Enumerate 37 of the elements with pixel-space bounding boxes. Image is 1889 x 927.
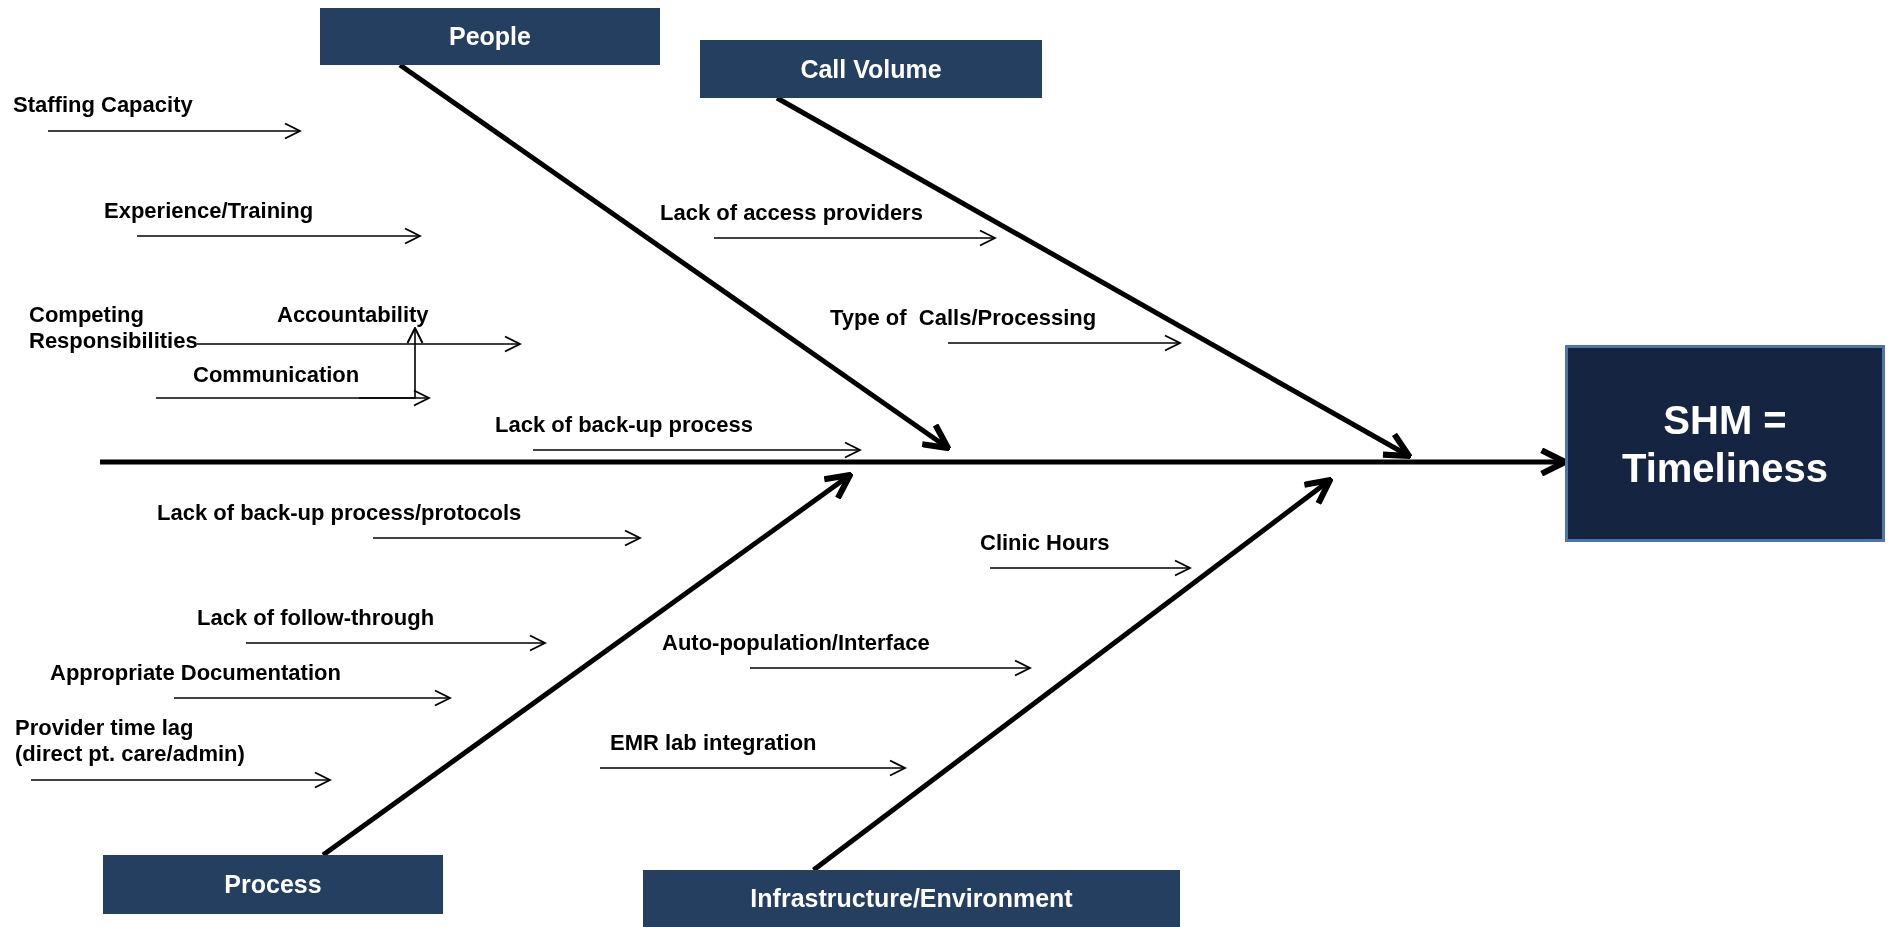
- arrow: [173, 689, 451, 707]
- arrow: [599, 759, 906, 777]
- category-box: Infrastructure/Environment: [643, 870, 1180, 927]
- arrow: [989, 559, 1191, 577]
- arrow: [749, 659, 1031, 677]
- arrow: [532, 441, 861, 459]
- cause-text: EMR lab integration: [600, 730, 817, 768]
- cause-text: Provider time lag (direct pt. care/admin): [15, 715, 255, 780]
- cause-text: Appropriate Documentation: [50, 660, 341, 698]
- arrow: [947, 334, 1181, 352]
- arrow: [47, 122, 301, 140]
- cause-text: Lack of back-up process: [495, 412, 753, 450]
- cause-text: Competing Responsibilities: [29, 302, 204, 354]
- cause-text: Clinic Hours: [980, 530, 1110, 568]
- arrow: [30, 771, 331, 789]
- arrow: [812, 476, 1334, 872]
- cause-text: Staffing Capacity: [13, 92, 193, 131]
- cause-text: Accountability: [277, 302, 429, 328]
- cause-text: Type of Calls/Processing: [830, 305, 1097, 343]
- arrow: [196, 335, 521, 353]
- cause-text: Communication: [156, 362, 360, 398]
- category-box: Process: [103, 855, 443, 914]
- cause-text: Experience/Training: [104, 198, 314, 236]
- category-box: Call Volume: [700, 40, 1042, 98]
- cause-text: Lack of back-up process/protocols: [157, 500, 522, 538]
- arrow: [136, 227, 421, 245]
- category-box: People: [320, 8, 660, 65]
- arrow: [245, 634, 546, 652]
- arrow: [155, 389, 430, 407]
- effect-box: SHM = Timeliness: [1565, 345, 1885, 542]
- cause-text: Lack of access providers: [660, 200, 923, 238]
- arrow: [358, 327, 424, 399]
- arrow: [372, 529, 641, 547]
- cause-text: Lack of follow-through: [197, 605, 435, 643]
- arrow: [321, 471, 854, 858]
- arrow: [713, 229, 996, 247]
- cause-text: Auto-population/Interface: [662, 630, 930, 668]
